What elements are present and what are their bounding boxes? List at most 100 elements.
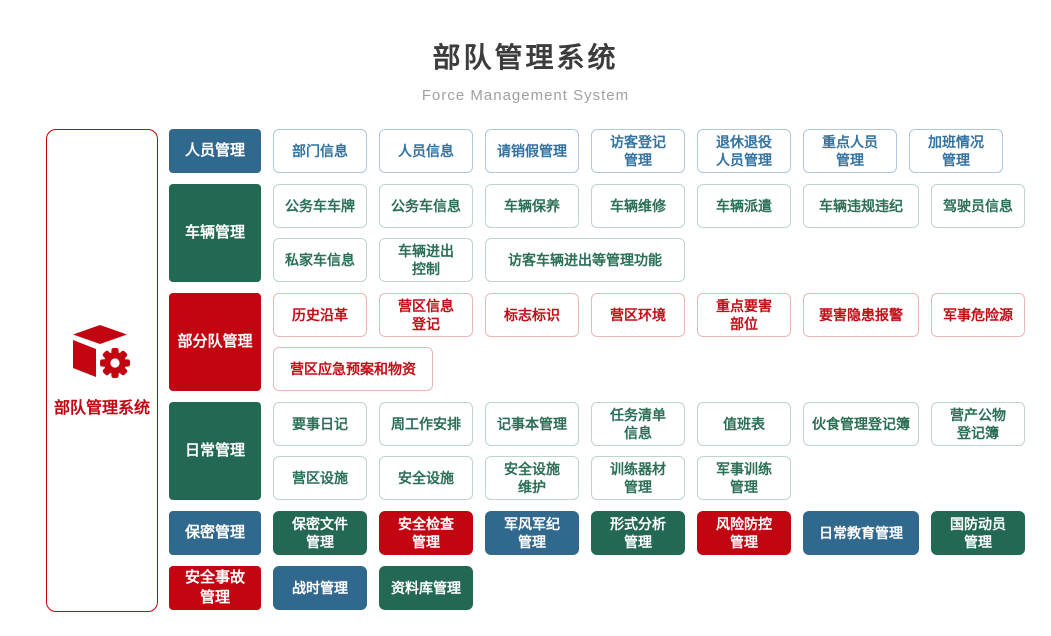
module-box: 历史沿革 <box>273 293 367 337</box>
module-box: 值班表 <box>697 402 791 446</box>
module-box: 训练器材 管理 <box>591 456 685 500</box>
module-box: 战时管理 <box>273 566 367 610</box>
module-box: 营产公物 登记簿 <box>931 402 1025 446</box>
module-label: 私家车信息 <box>285 251 355 268</box>
module-box: 伙食管理登记簿 <box>803 402 919 446</box>
row-subunit: 部分队管理 历史沿革 营区信息 登记 标志标识 营区环境 重点要害 部位 要害隐… <box>169 293 1025 391</box>
module-box: 任务清单 信息 <box>591 402 685 446</box>
module-box: 保密文件 管理 <box>273 511 367 555</box>
module-label: 加班情况 管理 <box>928 133 984 168</box>
module-label: 日常教育管理 <box>819 524 903 541</box>
module-label: 风险防控 管理 <box>716 515 772 550</box>
module-box: 营区设施 <box>273 456 367 500</box>
module-label: 国防动员 管理 <box>950 515 1006 550</box>
module-box: 要事日记 <box>273 402 367 446</box>
module-label: 人员信息 <box>398 142 454 159</box>
module-label: 访客登记 管理 <box>610 133 666 168</box>
module-label: 营区应急预案和物资 <box>290 360 416 377</box>
module-box: 风险防控 管理 <box>697 511 791 555</box>
module-box: 安全设施 <box>379 456 473 500</box>
category-daily: 日常管理 <box>169 402 261 500</box>
module-box: 国防动员 管理 <box>931 511 1025 555</box>
page-header: 部队管理系统 Force Management System <box>0 0 1051 104</box>
module-label: 记事本管理 <box>497 415 567 432</box>
module-label: 战时管理 <box>292 579 348 596</box>
module-label: 车辆维修 <box>610 197 666 214</box>
root-system-box: 部队管理系统 <box>46 129 158 612</box>
module-box: 要害隐患报警 <box>803 293 919 337</box>
row-personnel: 人员管理 部门信息 人员信息 请销假管理 访客登记 管理 退休退役 人员管理 重… <box>169 129 1025 173</box>
module-label: 要事日记 <box>292 415 348 432</box>
module-box: 营区信息 登记 <box>379 293 473 337</box>
module-box: 访客登记 管理 <box>591 129 685 173</box>
module-box: 车辆派遣 <box>697 184 791 228</box>
module-box: 访客车辆进出等管理功能 <box>485 238 685 282</box>
module-label: 车辆派遣 <box>716 197 772 214</box>
module-label: 营产公物 登记簿 <box>950 406 1006 441</box>
row-vehicle: 车辆管理 公务车车牌 公务车信息 车辆保养 车辆维修 车辆派遣 车辆违规违纪 驾… <box>169 184 1025 282</box>
module-label: 军事危险源 <box>943 306 1013 323</box>
row-secrecy: 保密管理 保密文件 管理 安全检查 管理 军风军纪 管理 形式分析 管理 风险防… <box>169 511 1025 555</box>
module-label: 周工作安排 <box>391 415 461 432</box>
module-label: 值班表 <box>723 415 765 432</box>
module-label: 形式分析 管理 <box>610 515 666 550</box>
module-box: 私家车信息 <box>273 238 367 282</box>
category-rows: 人员管理 部门信息 人员信息 请销假管理 访客登记 管理 退休退役 人员管理 重… <box>169 129 1025 610</box>
module-box: 营区环境 <box>591 293 685 337</box>
root-system-label: 部队管理系统 <box>53 399 150 417</box>
module-box: 公务车信息 <box>379 184 473 228</box>
module-box: 军事危险源 <box>931 293 1025 337</box>
module-label: 退休退役 人员管理 <box>716 133 772 168</box>
diagram: 部队管理系统 人员管理 部门信息 人员信息 请销假管理 访客登记 管理 退休退役… <box>0 129 1051 612</box>
module-label: 车辆违规违纪 <box>819 197 903 214</box>
module-label: 公务车信息 <box>391 197 461 214</box>
module-box: 安全设施 维护 <box>485 456 579 500</box>
module-box: 记事本管理 <box>485 402 579 446</box>
module-label: 重点人员 管理 <box>822 133 878 168</box>
module-box: 退休退役 人员管理 <box>697 129 791 173</box>
module-label: 请销假管理 <box>497 142 567 159</box>
module-box: 重点人员 管理 <box>803 129 897 173</box>
module-box: 营区应急预案和物资 <box>273 347 433 391</box>
module-box: 加班情况 管理 <box>909 129 1003 173</box>
module-box: 标志标识 <box>485 293 579 337</box>
module-box: 车辆进出 控制 <box>379 238 473 282</box>
module-label: 营区设施 <box>292 469 348 486</box>
module-label: 重点要害 部位 <box>716 297 772 332</box>
module-box: 日常教育管理 <box>803 511 919 555</box>
category-secrecy: 保密管理 <box>169 511 261 555</box>
module-label: 要害隐患报警 <box>819 306 903 323</box>
page-subtitle: Force Management System <box>421 87 630 104</box>
module-box: 车辆保养 <box>485 184 579 228</box>
module-box: 车辆违规违纪 <box>803 184 919 228</box>
row-accident: 安全事故 管理 战时管理 资料库管理 <box>169 566 1025 610</box>
module-box: 军事训练 管理 <box>697 456 791 500</box>
page-title: 部队管理系统 <box>432 42 619 73</box>
module-box: 部门信息 <box>273 129 367 173</box>
module-box: 公务车车牌 <box>273 184 367 228</box>
module-box: 驾驶员信息 <box>931 184 1025 228</box>
module-box: 人员信息 <box>379 129 473 173</box>
category-subunit: 部分队管理 <box>169 293 261 391</box>
module-label: 安全设施 维护 <box>504 460 560 495</box>
module-label: 训练器材 管理 <box>610 460 666 495</box>
module-box: 军风军纪 管理 <box>485 511 579 555</box>
module-label: 安全设施 <box>398 469 454 486</box>
module-box: 形式分析 管理 <box>591 511 685 555</box>
module-box: 重点要害 部位 <box>697 293 791 337</box>
cube-gear-icon <box>73 324 130 378</box>
module-label: 公务车车牌 <box>285 197 355 214</box>
module-label: 营区信息 登记 <box>398 297 454 332</box>
module-label: 标志标识 <box>504 306 560 323</box>
module-box: 车辆维修 <box>591 184 685 228</box>
module-box: 请销假管理 <box>485 129 579 173</box>
module-label: 部门信息 <box>292 142 348 159</box>
module-box: 安全检查 管理 <box>379 511 473 555</box>
category-accident: 安全事故 管理 <box>169 566 261 610</box>
module-label: 车辆进出 控制 <box>398 242 454 277</box>
module-label: 驾驶员信息 <box>943 197 1013 214</box>
module-box: 周工作安排 <box>379 402 473 446</box>
row-daily: 日常管理 要事日记 周工作安排 记事本管理 任务清单 信息 值班表 伙食管理登记… <box>169 402 1025 500</box>
module-label: 车辆保养 <box>504 197 560 214</box>
module-box: 资料库管理 <box>379 566 473 610</box>
